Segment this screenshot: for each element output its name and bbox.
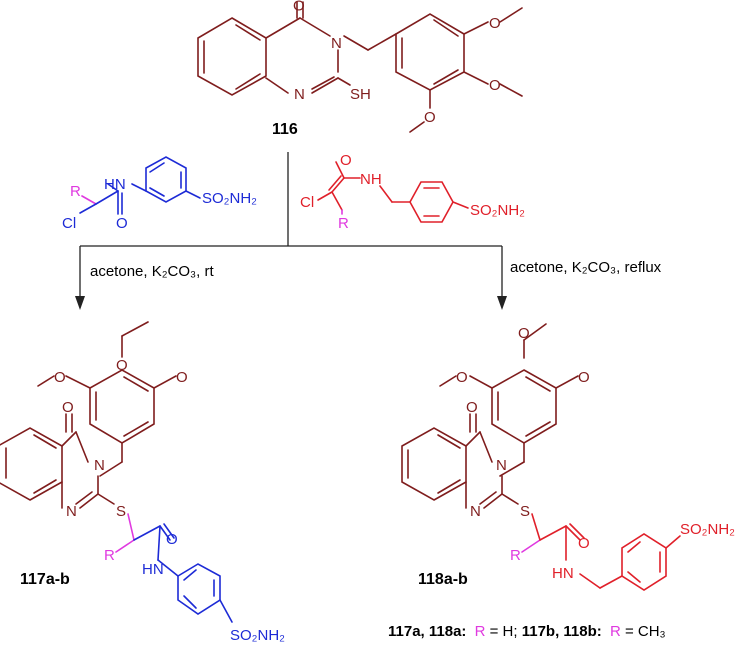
atom-O-carbonyl-117: O	[62, 399, 74, 416]
atom-O-methoxy-left-117: O	[54, 369, 66, 386]
atom-SO2NH2-red-reagent: SO₂NH₂	[470, 202, 525, 219]
atom-O-methoxy-1-116: O	[489, 15, 501, 32]
atom-O-blue-reagent: O	[116, 215, 128, 232]
atom-N3-118: N	[496, 457, 507, 474]
compound-116-structure	[197, 1, 523, 133]
compound-117-structure	[0, 321, 233, 623]
compound-label-117: 117a-b	[20, 571, 70, 588]
compound-118-structure	[401, 323, 681, 591]
atom-O-carbonyl-118: O	[466, 399, 478, 416]
atom-SH-116: SH	[350, 86, 371, 103]
atom-O-methoxy-top-117: O	[116, 357, 128, 374]
atom-N3-116: N	[331, 35, 342, 52]
footnote-part1: 117a, 118a:	[388, 623, 466, 640]
reagent-blue-structure	[79, 156, 201, 215]
atom-NH-red-reagent: NH	[360, 171, 382, 188]
atom-O-methoxy-left-118: O	[456, 369, 468, 386]
atom-O-amide-118: O	[578, 535, 590, 552]
atom-S-117: S	[116, 503, 126, 520]
atom-N1-117: N	[66, 503, 77, 520]
footnote: 117a, 118a: R = H; 117b, 118b: R = CH₃	[388, 623, 666, 640]
atom-S-118: S	[520, 503, 530, 520]
atom-R-blue-reagent: R	[70, 183, 81, 200]
atom-N3-117: N	[94, 457, 105, 474]
reaction-arrows	[75, 152, 507, 310]
atom-O-methoxy-upper-118: O	[518, 325, 530, 342]
condition-right: acetone, K₂CO₃, reflux	[510, 259, 662, 276]
footnote-r1: R	[475, 623, 486, 640]
atom-R-117: R	[104, 547, 115, 564]
atom-SO2NH2-117: SO₂NH₂	[230, 627, 285, 644]
compound-label-118: 118a-b	[418, 571, 468, 588]
footnote-part4: = CH₃	[625, 623, 666, 640]
condition-left: acetone, K₂CO₃, rt	[90, 263, 214, 280]
atom-HN-118: HN	[552, 565, 574, 582]
atom-N1-118: N	[470, 503, 481, 520]
compound-label-116: 116	[272, 121, 298, 138]
atom-SO2NH2-118: SO₂NH₂	[680, 521, 735, 538]
atom-N1-116: N	[294, 86, 305, 103]
atom-O-methoxy-right-117: O	[176, 369, 188, 386]
atom-HN-blue-reagent: HN	[104, 176, 126, 193]
atom-O-methoxy-right-118: O	[578, 369, 590, 386]
atom-O-methoxy-2-116: O	[489, 77, 501, 94]
atom-R-118: R	[510, 547, 521, 564]
atom-O-red-reagent: O	[340, 152, 352, 169]
footnote-part2: = H;	[490, 623, 522, 640]
atom-Cl-red-reagent: Cl	[300, 194, 314, 211]
atom-O-methoxy-3-116: O	[424, 109, 436, 126]
atom-SO2NH2-blue-reagent: SO₂NH₂	[202, 190, 257, 207]
footnote-r2: R	[610, 623, 621, 640]
atom-Cl-blue-reagent: Cl	[62, 215, 76, 232]
atom-HN-117: HN	[142, 561, 164, 578]
atom-O-carbonyl-116: O	[293, 0, 305, 14]
atom-O-amide-117: O	[166, 531, 178, 548]
reagent-red-structure	[317, 161, 469, 223]
footnote-part3: 117b, 118b:	[522, 623, 602, 640]
atom-R-red-reagent: R	[338, 215, 349, 232]
